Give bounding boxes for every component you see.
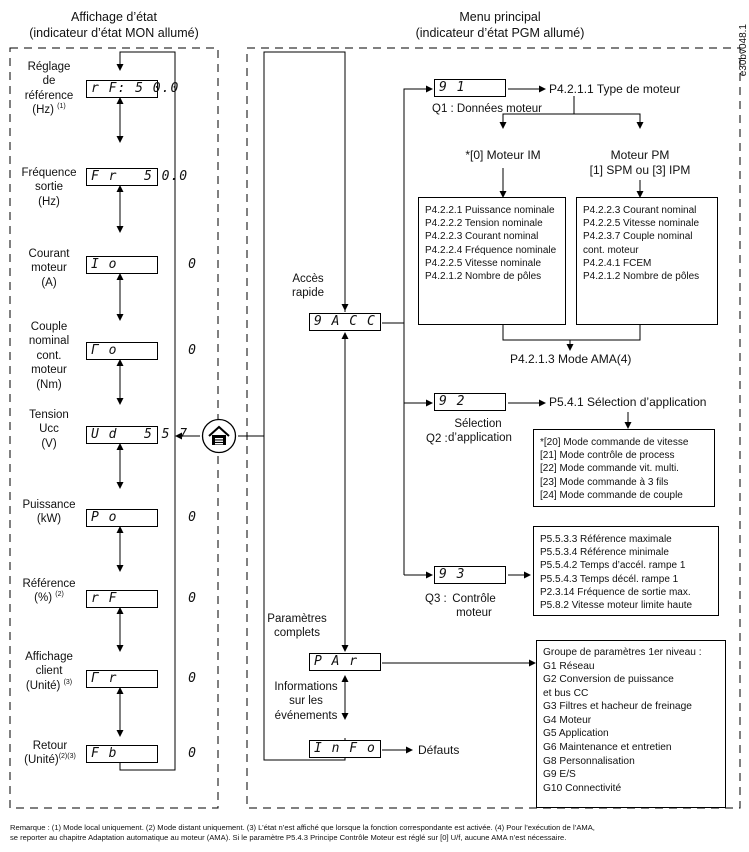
q2-caption-prefix: Q2 : bbox=[426, 433, 448, 445]
home-icon[interactable] bbox=[201, 418, 237, 454]
lcd-reference-setting: r F: 5 0.0 bbox=[86, 80, 178, 98]
main-menu-subtitle: (indicateur d’état PGM allumé) bbox=[415, 26, 585, 40]
status-label-feedback: Retour (Unité)(2)(3) bbox=[24, 740, 76, 767]
status-display-title: Affichage d’état bbox=[71, 10, 157, 24]
q1-caption: Q1 : Données moteur bbox=[432, 103, 542, 115]
pm-title: Moteur PM[1] SPM ou [3] IPM bbox=[589, 148, 691, 177]
main-menu-title: Menu principal bbox=[459, 10, 541, 24]
q2-param: P5.4.1 Sélection d’application bbox=[549, 395, 707, 409]
lcd-output-frequency: F r 5 0.0 bbox=[86, 168, 187, 186]
im-title: *[0] Moteur IM bbox=[465, 148, 541, 162]
q1-param: P4.2.1.1 Type de moteur bbox=[549, 82, 681, 96]
parameter-groups-list: Groupe de paramètres 1er niveau : G1 Rés… bbox=[536, 640, 726, 808]
document-code: e30bv048.1 bbox=[738, 24, 749, 77]
lcd-reference-percent: r F 0 bbox=[86, 590, 196, 608]
lcd-dc-voltage: U d 5 5 7 bbox=[86, 426, 187, 444]
status-label-reference-percent: Référence (%) (2) bbox=[22, 578, 76, 605]
faults-label: Défauts bbox=[418, 743, 460, 757]
lcd-customer-display: Γ r 0 bbox=[86, 670, 196, 688]
lcd-quick-access[interactable]: 9 A C C bbox=[309, 313, 381, 331]
lcd-feedback: F b 0 bbox=[86, 745, 196, 763]
lcd-q3[interactable]: 9 3 bbox=[434, 566, 506, 584]
lcd-motor-torque: Γ o 0 bbox=[86, 342, 196, 360]
status-label-power: Puissance(kW) bbox=[22, 499, 76, 526]
application-list: *[20] Mode commande de vitesse[21] Mode … bbox=[533, 429, 715, 507]
q3-caption-prefix: Q3 : bbox=[425, 593, 447, 605]
lcd-power: P o 0 bbox=[86, 509, 196, 527]
status-display-subtitle: (indicateur d’état MON allumé) bbox=[29, 26, 199, 40]
lcd-q1[interactable]: 9 1 bbox=[434, 79, 506, 97]
lcd-motor-current: I o 0 bbox=[86, 256, 196, 274]
footnote: Remarque : (1) Mode local uniquement. (2… bbox=[10, 823, 595, 843]
lcd-info[interactable]: I n F o bbox=[309, 740, 381, 758]
lcd-q2[interactable]: 9 2 bbox=[434, 393, 506, 411]
lcd-parameters[interactable]: P A r bbox=[309, 653, 381, 671]
ama-param: P4.2.1.3 Mode AMA(4) bbox=[510, 352, 632, 366]
